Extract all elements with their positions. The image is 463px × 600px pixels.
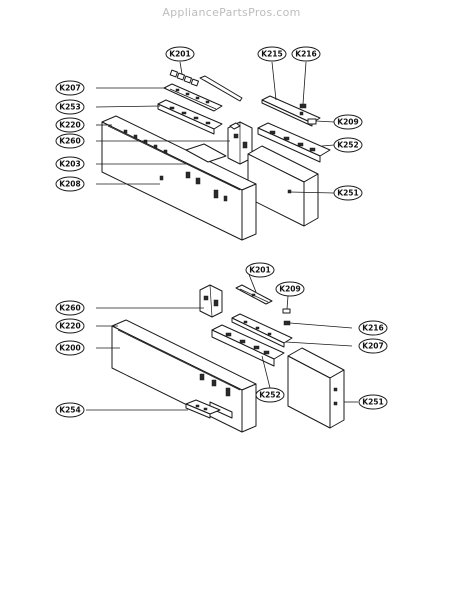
lower-part-k207-bar xyxy=(231,313,293,348)
lower-part-k260-bracket xyxy=(199,284,223,318)
upper-label-k201: K201 xyxy=(165,46,195,62)
upper-label-k215: K215 xyxy=(257,46,287,62)
svg-text:K201: K201 xyxy=(169,50,190,59)
upper-label-k220: K220 xyxy=(55,117,85,133)
svg-text:K207: K207 xyxy=(59,84,80,93)
lower-label-k216: K216 xyxy=(358,320,388,336)
upper-label-k207: K207 xyxy=(55,80,85,96)
lower-assembly: K201 K209 K260 K216 K220 K207 K200 K252 xyxy=(55,262,388,433)
lower-label-k201: K201 xyxy=(245,262,275,278)
svg-text:K251: K251 xyxy=(337,189,358,198)
upper-label-k208: K208 xyxy=(55,176,85,192)
svg-text:K209: K209 xyxy=(279,285,300,294)
lower-part-k216-chip xyxy=(283,320,291,326)
upper-part-k252-board xyxy=(257,122,331,163)
lower-label-k254: K254 xyxy=(55,402,85,418)
upper-label-k260: K260 xyxy=(55,133,85,149)
lower-part-k252-board xyxy=(211,324,285,367)
upper-label-k253: K253 xyxy=(55,99,85,115)
upper-part-light-strip xyxy=(199,75,243,102)
upper-part-k253-bar xyxy=(157,99,223,135)
lower-part-k209-chip xyxy=(282,308,291,314)
upper-label-k216: K216 xyxy=(291,46,321,62)
svg-text:K215: K215 xyxy=(261,50,282,59)
svg-text:K254: K254 xyxy=(59,406,80,415)
svg-text:K201: K201 xyxy=(249,266,270,275)
svg-text:K252: K252 xyxy=(337,141,358,150)
lower-part-k254-piece xyxy=(185,399,221,419)
svg-text:K216: K216 xyxy=(362,324,383,333)
lower-part-k251-cover xyxy=(287,347,345,429)
lower-label-k252: K252 xyxy=(255,387,285,403)
upper-part-k251-cover xyxy=(247,145,319,227)
svg-text:K251: K251 xyxy=(362,398,383,407)
svg-text:K220: K220 xyxy=(59,121,80,130)
lower-part-k201-strip xyxy=(235,284,273,305)
lower-label-k200: K200 xyxy=(55,340,85,356)
site-watermark: AppliancePartsPros.com xyxy=(162,6,301,19)
svg-text:K200: K200 xyxy=(59,344,80,353)
lower-label-k260: K260 xyxy=(55,300,85,316)
upper-part-k208-panel xyxy=(101,115,257,241)
upper-assembly: K201 K215 K216 K207 K253 K220 K209 K260 xyxy=(55,46,363,241)
upper-label-k203: K203 xyxy=(55,156,85,172)
upper-label-k209: K209 xyxy=(333,114,363,130)
upper-label-k251: K251 xyxy=(333,185,363,201)
svg-text:K216: K216 xyxy=(295,50,316,59)
svg-text:K220: K220 xyxy=(59,322,80,331)
lower-label-k209: K209 xyxy=(275,281,305,297)
upper-part-k207-bar xyxy=(163,83,223,112)
svg-text:K260: K260 xyxy=(59,137,80,146)
svg-text:K260: K260 xyxy=(59,304,80,313)
svg-text:K203: K203 xyxy=(59,160,80,169)
svg-text:K208: K208 xyxy=(59,180,80,189)
upper-part-k201-buttons xyxy=(169,69,200,87)
svg-text:K207: K207 xyxy=(362,342,383,351)
upper-part-k216-chip xyxy=(299,103,307,109)
upper-part-k215-plate xyxy=(261,95,321,127)
svg-text:K253: K253 xyxy=(59,103,80,112)
svg-text:K252: K252 xyxy=(259,391,280,400)
svg-text:K209: K209 xyxy=(337,118,358,127)
lower-label-k251: K251 xyxy=(358,394,388,410)
lower-label-k207: K207 xyxy=(358,338,388,354)
upper-label-k252: K252 xyxy=(333,137,363,153)
upper-part-k209-chip xyxy=(307,118,317,125)
lower-label-k220: K220 xyxy=(55,318,85,334)
